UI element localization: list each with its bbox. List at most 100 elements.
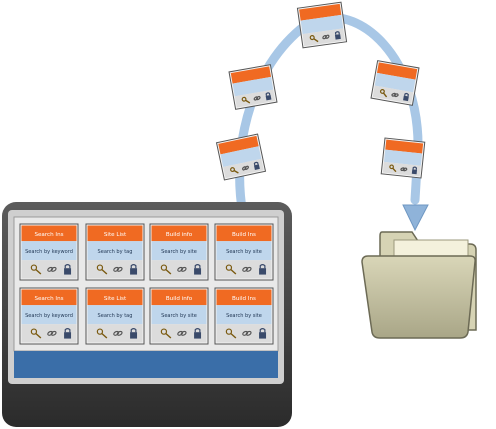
lock-icon (411, 166, 418, 175)
lock-icon (334, 31, 341, 40)
lock-icon (130, 328, 138, 339)
flying-card (370, 60, 420, 106)
link-icon (242, 165, 249, 171)
flying-card (380, 137, 426, 179)
key-icon (96, 328, 108, 339)
lock-icon (194, 264, 202, 275)
card-body (21, 241, 77, 261)
card-header (21, 289, 77, 306)
key-icon (30, 328, 42, 339)
card-body (151, 305, 207, 325)
card-body (87, 241, 143, 261)
flying-card (228, 64, 278, 110)
card-title: Search Ins (34, 232, 63, 238)
lock-icon (253, 161, 260, 170)
card-title: Build Ins (232, 232, 256, 238)
link-icon (253, 95, 261, 101)
card-header (299, 3, 342, 21)
card-subtitle: Search by tag (98, 313, 133, 319)
lock-icon (64, 264, 72, 275)
link-icon (113, 266, 123, 272)
key-icon (96, 264, 108, 275)
key-icon (30, 264, 42, 275)
link-icon (400, 167, 408, 172)
card-subtitle: Search by keyword (25, 313, 73, 319)
card-title: Build info (166, 232, 193, 238)
card-subtitle: Search by site (226, 313, 262, 319)
link-icon (242, 330, 252, 336)
key-icon (160, 328, 172, 339)
card-header (87, 289, 143, 306)
flying-card (296, 1, 348, 49)
card-footer (234, 89, 276, 108)
card-header (21, 225, 77, 242)
monitor-status-bar (14, 351, 278, 378)
card-body (151, 241, 207, 261)
card-footer (223, 158, 264, 179)
folder-front (361, 255, 476, 339)
card-title: Site List (104, 232, 127, 238)
card-body (216, 241, 272, 261)
card-header (87, 225, 143, 242)
card-header (216, 289, 272, 306)
lock-icon (265, 92, 272, 101)
link-icon (113, 330, 123, 336)
lock-icon (64, 328, 72, 339)
link-icon (322, 34, 330, 40)
card-header (376, 62, 418, 80)
card-body (374, 72, 416, 93)
card-header (385, 139, 424, 154)
card-body (300, 14, 344, 35)
card-body (87, 305, 143, 325)
lock-icon (130, 264, 138, 275)
link-icon (47, 330, 57, 336)
link-icon (177, 330, 187, 336)
card-header (230, 66, 272, 84)
transfer-arc (235, 12, 423, 220)
lock-icon (194, 328, 202, 339)
card-subtitle: Search by site (226, 249, 262, 255)
lock-icon (259, 264, 267, 275)
flying-card (215, 133, 267, 181)
card-header (151, 225, 207, 242)
card-body (216, 305, 272, 325)
card-header (151, 289, 207, 306)
card-footer (302, 28, 345, 47)
card-title: Site List (104, 296, 127, 302)
card-title: Build info (166, 296, 193, 302)
card-body (220, 146, 262, 167)
card-body (21, 305, 77, 325)
card-title: Build Ins (232, 296, 256, 302)
link-icon (391, 92, 399, 98)
card-body (232, 76, 274, 97)
card-subtitle: Search by site (161, 249, 197, 255)
key-icon (225, 328, 237, 339)
link-icon (177, 266, 187, 272)
key-icon (309, 35, 319, 43)
transfer-arrow (230, 12, 429, 232)
lock-icon (259, 328, 267, 339)
flying-cards (215, 1, 426, 181)
key-icon (389, 164, 397, 173)
card-subtitle: Search by tag (98, 249, 133, 255)
link-icon (242, 266, 252, 272)
lock-icon (403, 92, 409, 102)
key-icon (225, 264, 237, 275)
card-header (218, 135, 259, 155)
arrow-head-right (402, 204, 429, 232)
card-header (216, 225, 272, 242)
card-title: Search Ins (34, 296, 63, 302)
key-icon (230, 167, 239, 174)
key-icon (160, 264, 172, 275)
card-subtitle: Search by keyword (25, 249, 73, 255)
